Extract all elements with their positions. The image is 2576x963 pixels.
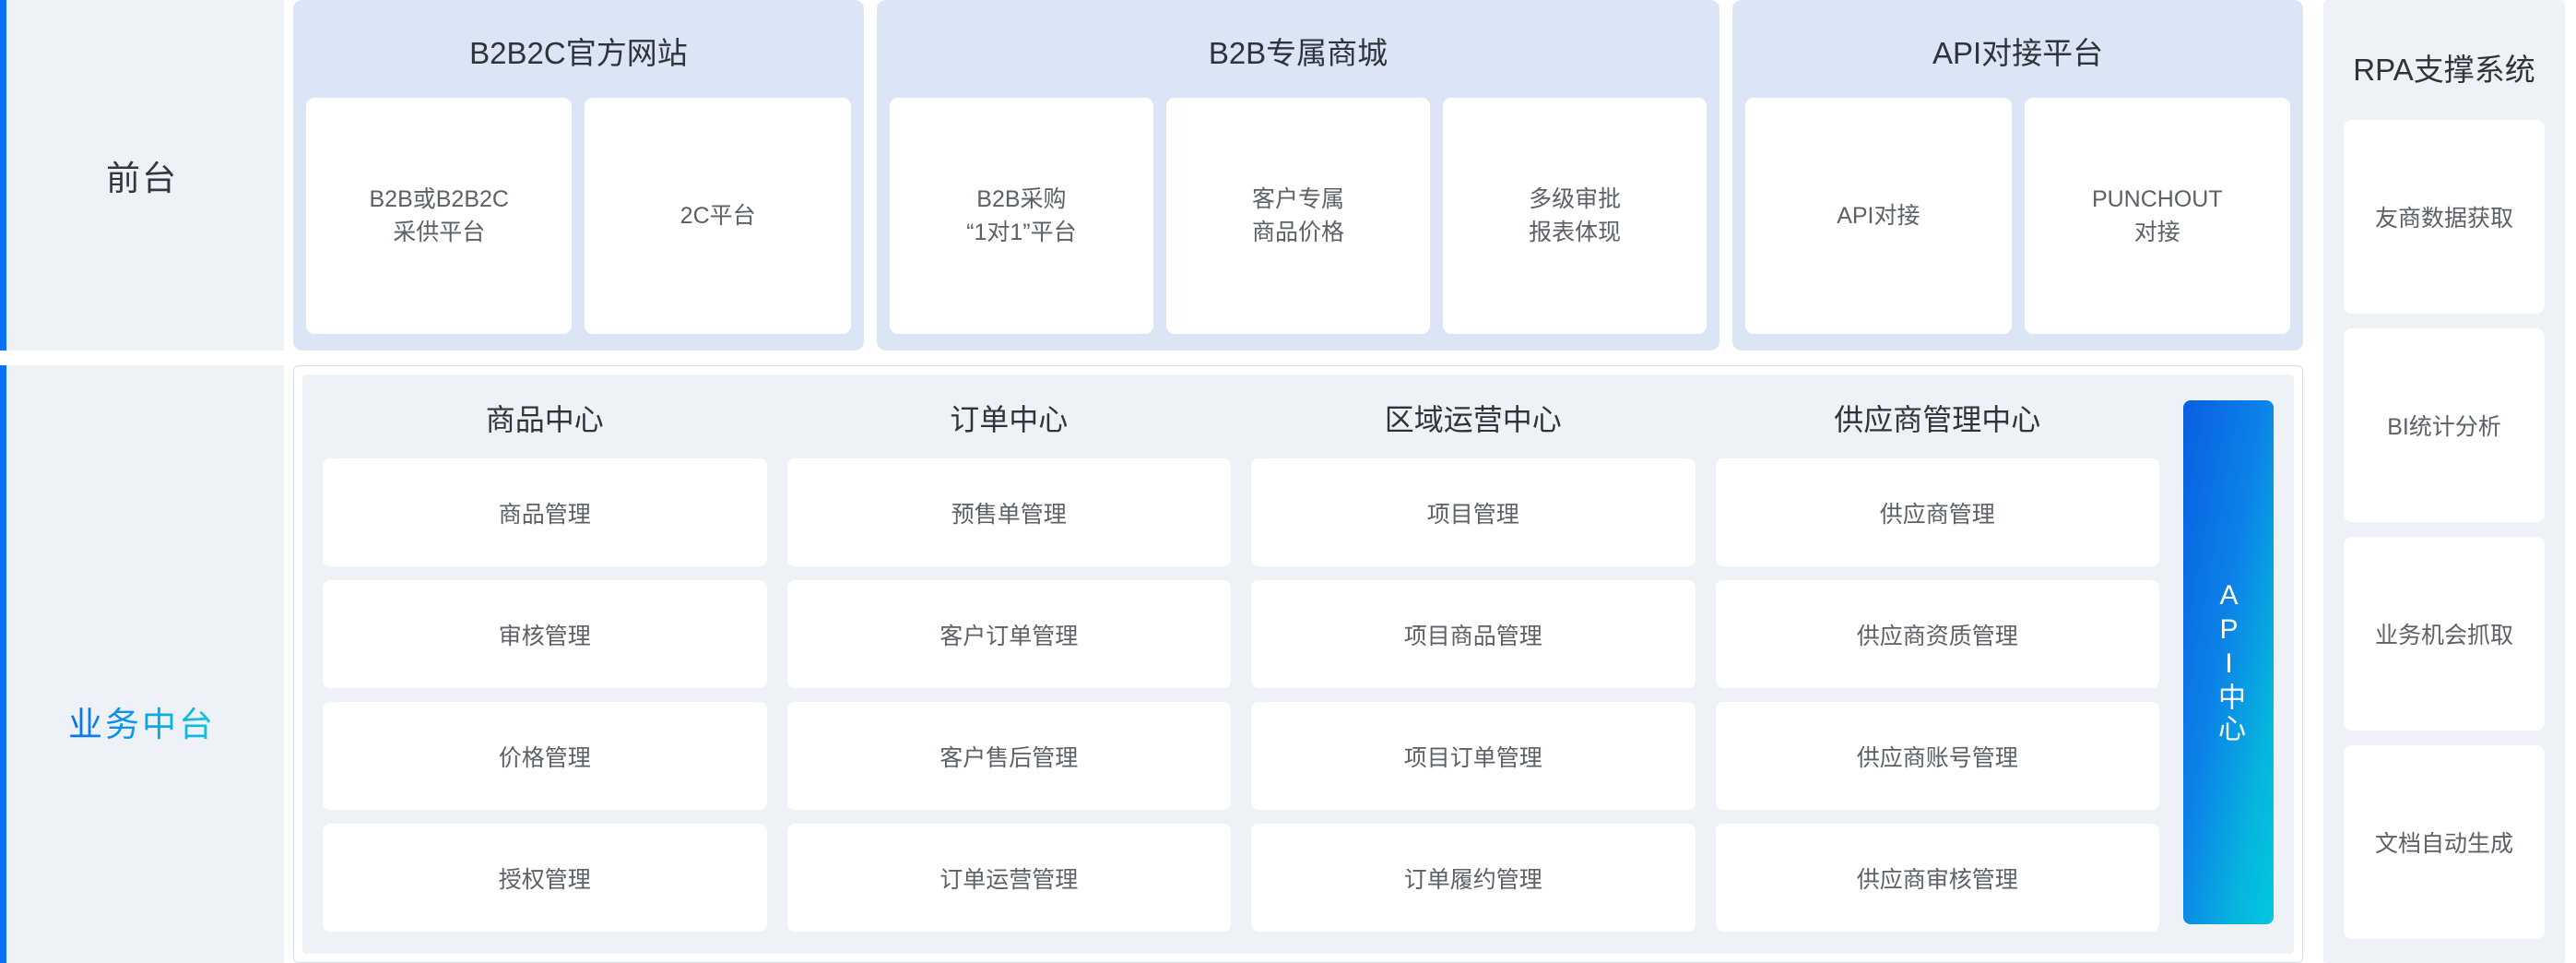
mid-column-supplier-mgmt-center: 供应商管理中心 供应商管理 供应商资质管理 供应商账号管理 供应商审核管理 xyxy=(1715,387,2159,932)
api-center-label: API中心 xyxy=(2214,579,2244,745)
rpa-card[interactable]: 文档自动生成 xyxy=(2344,745,2545,939)
middle-platform-inner: 商品中心 商品管理 审核管理 价格管理 授权管理 订单中心 预售单管理 客户订单… xyxy=(302,374,2294,954)
mid-card[interactable]: 客户售后管理 xyxy=(786,702,1231,811)
api-center-bar[interactable]: API中心 xyxy=(2183,400,2274,924)
front-group-cards: API对接 PUNCHOUT 对接 xyxy=(1745,98,2291,334)
center-region: B2B2C官方网站 B2B或B2B2C 采供平台 2C平台 xyxy=(284,0,2312,963)
mid-card[interactable]: 价格管理 xyxy=(323,702,767,811)
rpa-card[interactable]: BI统计分析 xyxy=(2344,328,2545,523)
middle-platform-columns: 商品中心 商品管理 审核管理 价格管理 授权管理 订单中心 预售单管理 客户订单… xyxy=(323,387,2159,932)
mid-card[interactable]: 项目管理 xyxy=(1251,458,1696,567)
rpa-card[interactable]: 业务机会抓取 xyxy=(2344,537,2545,731)
rail-label-front-stage: 前台 xyxy=(106,160,178,197)
front-group-cards: B2B或B2B2C 采供平台 2C平台 xyxy=(306,98,851,334)
rail-row-front-stage: 前台 xyxy=(0,0,284,351)
rpa-cards: 友商数据获取 BI统计分析 业务机会抓取 文档自动生成 xyxy=(2344,120,2545,939)
rail-row-middle-platform: 业务中台 xyxy=(0,365,284,963)
front-card[interactable]: 2C平台 xyxy=(585,98,851,334)
front-card[interactable]: 客户专属 商品价格 xyxy=(1165,98,1431,334)
mid-column-regional-ops-center: 区域运营中心 项目管理 项目商品管理 项目订单管理 订单履约管理 xyxy=(1251,387,1696,932)
mid-card[interactable]: 订单运营管理 xyxy=(786,824,1231,932)
mid-column-title: 订单中心 xyxy=(950,403,1069,436)
mid-card[interactable]: 供应商管理 xyxy=(1715,458,2159,567)
middle-platform-row: 商品中心 商品管理 审核管理 价格管理 授权管理 订单中心 预售单管理 客户订单… xyxy=(293,365,2303,963)
front-group-api-platform: API对接平台 API对接 PUNCHOUT 对接 xyxy=(1732,0,2303,351)
front-card[interactable]: API对接 xyxy=(1745,98,2012,334)
front-card-text: API对接 xyxy=(1837,203,1920,230)
front-card-text: PUNCHOUT 对接 xyxy=(2091,185,2223,246)
front-card-text: 2C平台 xyxy=(679,203,756,230)
mid-card[interactable]: 授权管理 xyxy=(323,824,767,932)
front-group-cards: B2B采购 “1对1”平台 客户专属 商品价格 多级审批 报表体现 xyxy=(889,98,1707,334)
front-group-title: B2B专属商城 xyxy=(1208,36,1388,70)
mid-column-title: 区域运营中心 xyxy=(1384,403,1562,436)
mid-column-cards: 供应商管理 供应商资质管理 供应商账号管理 供应商审核管理 xyxy=(1715,458,2159,932)
front-card-text: 多级审批 报表体现 xyxy=(1529,185,1622,246)
front-card-text: 客户专属 商品价格 xyxy=(1251,185,1344,246)
front-card[interactable]: PUNCHOUT 对接 xyxy=(2024,98,2291,334)
mid-card[interactable]: 预售单管理 xyxy=(786,458,1231,567)
rail-label-middle-platform: 业务中台 xyxy=(68,696,216,746)
mid-card[interactable]: 供应商资质管理 xyxy=(1715,580,2159,689)
front-card[interactable]: B2B或B2B2C 采供平台 xyxy=(306,98,573,334)
mid-column-product-center: 商品中心 商品管理 审核管理 价格管理 授权管理 xyxy=(323,387,767,932)
mid-card[interactable]: 项目订单管理 xyxy=(1251,702,1696,811)
front-group-b2b2c-website: B2B2C官方网站 B2B或B2B2C 采供平台 2C平台 xyxy=(293,0,864,351)
rpa-card[interactable]: 友商数据获取 xyxy=(2344,120,2545,315)
mid-column-cards: 预售单管理 客户订单管理 客户售后管理 订单运营管理 xyxy=(786,458,1231,932)
mid-card[interactable]: 商品管理 xyxy=(323,458,767,567)
mid-column-cards: 项目管理 项目商品管理 项目订单管理 订单履约管理 xyxy=(1251,458,1696,932)
front-card-text: B2B采购 “1对1”平台 xyxy=(966,185,1077,246)
mid-column-title: 供应商管理中心 xyxy=(1834,403,2041,436)
mid-column-cards: 商品管理 审核管理 价格管理 授权管理 xyxy=(323,458,767,932)
mid-card[interactable]: 客户订单管理 xyxy=(786,580,1231,689)
front-stage-row: B2B2C官方网站 B2B或B2B2C 采供平台 2C平台 xyxy=(293,0,2303,351)
mid-column-order-center: 订单中心 预售单管理 客户订单管理 客户售后管理 订单运营管理 xyxy=(786,387,1231,932)
front-card-text: B2B或B2B2C 采供平台 xyxy=(369,185,509,246)
mid-card[interactable]: 订单履约管理 xyxy=(1251,824,1696,932)
front-card[interactable]: B2B采购 “1对1”平台 xyxy=(889,98,1153,334)
mid-card[interactable]: 供应商账号管理 xyxy=(1715,702,2159,811)
rail-label-middle-wrap: 业务中台 xyxy=(68,696,216,746)
rpa-support-panel: RPA支撑系统 友商数据获取 BI统计分析 业务机会抓取 文档自动生成 xyxy=(2323,0,2565,963)
layer-rail: 前台 业务中台 xyxy=(0,0,284,963)
front-card[interactable]: 多级审批 报表体现 xyxy=(1443,98,1707,334)
mid-column-title: 商品中心 xyxy=(485,403,604,436)
mid-card[interactable]: 供应商审核管理 xyxy=(1715,824,2159,932)
front-group-title: API对接平台 xyxy=(1932,36,2104,70)
mid-card[interactable]: 审核管理 xyxy=(323,580,767,689)
mid-card[interactable]: 项目商品管理 xyxy=(1251,580,1696,689)
front-group-title: B2B2C官方网站 xyxy=(469,36,688,70)
front-group-b2b-mall: B2B专属商城 B2B采购 “1对1”平台 客户专属 商品价格 xyxy=(876,0,1720,351)
rpa-panel-title: RPA支撑系统 xyxy=(2353,53,2535,87)
